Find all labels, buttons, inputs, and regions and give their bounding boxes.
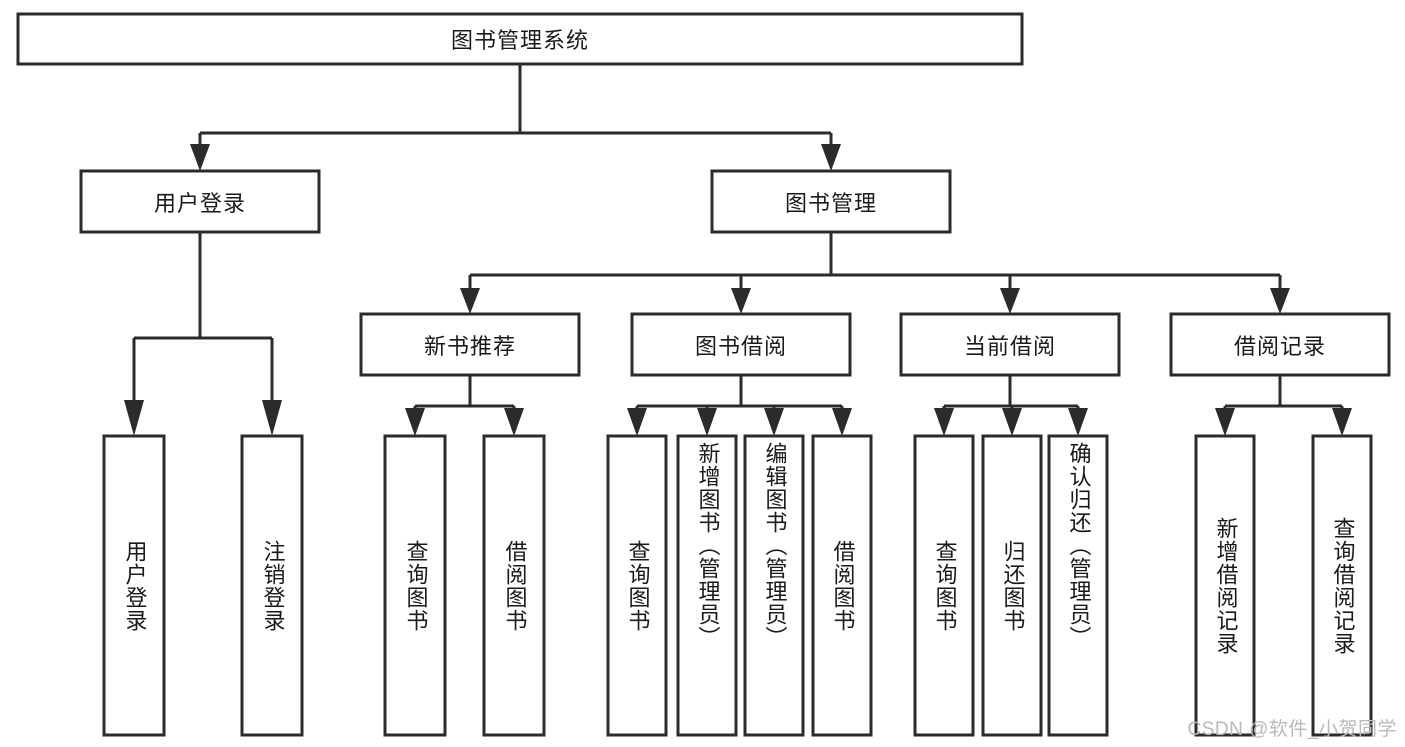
node-box-leaf-return-book[interactable] (981, 434, 1043, 737)
arrow-to-current-borrow (1000, 288, 1020, 314)
arrow-to-leaf-add-record (1215, 408, 1235, 436)
node-box-leaf-query-record[interactable] (1311, 434, 1373, 737)
node-box-new-book-rec[interactable] (359, 312, 581, 377)
node-box-leaf-confirm-return[interactable] (1047, 434, 1109, 737)
connector-group-root (190, 64, 841, 171)
arrow-to-leaf-borrow-book-1 (504, 408, 524, 436)
node-box-borrow-record[interactable] (1169, 312, 1391, 377)
arrow-to-book-borrow (731, 288, 751, 314)
arrow-to-leaf-user-login (124, 400, 144, 436)
node-box-leaf-query-book-1[interactable] (383, 434, 447, 737)
connector-group-book-manage (460, 232, 1290, 314)
node-box-leaf-query-book-3[interactable] (913, 434, 975, 737)
arrow-root-to-user-login (190, 144, 210, 171)
arrow-to-leaf-query-book-1 (405, 408, 425, 436)
arrow-to-leaf-add-book (697, 408, 717, 436)
arrow-to-leaf-confirm-return (1068, 408, 1088, 436)
node-box-current-borrow[interactable] (899, 312, 1121, 377)
arrow-root-to-book-manage (821, 144, 841, 171)
node-box-leaf-borrow-book-2[interactable] (811, 434, 873, 737)
arrow-to-leaf-borrow-book-2 (832, 408, 852, 436)
arrow-to-leaf-query-book-2 (627, 408, 647, 436)
arrow-to-borrow-record (1270, 288, 1290, 314)
connector-group-new-book-rec (405, 375, 524, 436)
watermark-text: CSDN @软件_小贺同学 (1187, 719, 1397, 740)
connector-group-book-borrow (627, 375, 852, 436)
arrow-to-new-book-rec (460, 288, 480, 314)
arrow-to-leaf-query-record (1332, 408, 1352, 436)
node-box-root[interactable] (16, 12, 1024, 66)
node-box-leaf-logout[interactable] (240, 434, 304, 737)
node-box-leaf-add-book[interactable] (676, 434, 738, 737)
node-box-leaf-user-login[interactable] (102, 434, 166, 737)
node-box-book-borrow[interactable] (630, 312, 852, 377)
arrow-to-leaf-edit-book (764, 408, 784, 436)
arrow-to-leaf-return-book (1002, 408, 1022, 436)
node-box-leaf-borrow-book-1[interactable] (482, 434, 546, 737)
node-box-leaf-query-book-2[interactable] (606, 434, 668, 737)
arrow-to-leaf-logout (262, 400, 282, 436)
node-box-leaf-edit-book[interactable] (743, 434, 805, 737)
connector-group-borrow-record (1215, 375, 1352, 436)
node-box-user-login[interactable] (79, 169, 321, 234)
node-box-book-manage[interactable] (710, 169, 952, 234)
arrow-to-leaf-query-book-3 (934, 408, 954, 436)
connector-group-current-borrow (934, 375, 1088, 436)
connector-group-user-login (124, 232, 282, 436)
node-box-leaf-add-record[interactable] (1194, 434, 1256, 737)
